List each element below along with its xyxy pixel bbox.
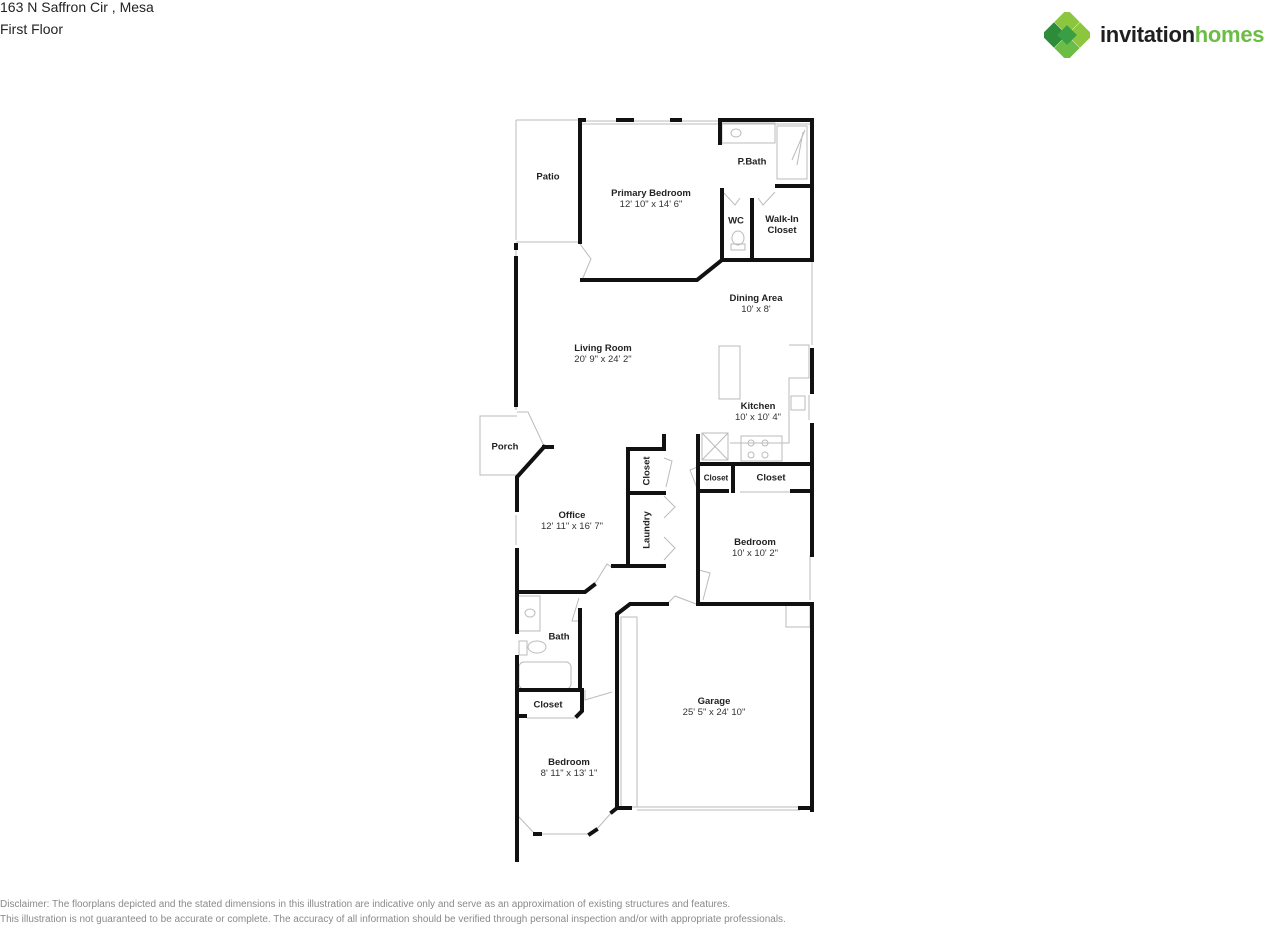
room-label-bath: Bath xyxy=(548,631,570,643)
floor-label: First Floor xyxy=(0,21,63,37)
disclaimer-line-1: Disclaimer: The floorplans depicted and … xyxy=(0,899,731,910)
property-address: 163 N Saffron Cir , Mesa xyxy=(0,0,154,15)
room-label-patio: Patio xyxy=(536,171,560,183)
diamond-cluster-logo-icon xyxy=(1044,12,1090,58)
brand-word-homes: homes xyxy=(1194,22,1265,47)
room-label-closet-small: Closet xyxy=(703,473,729,483)
brand-logo: invitationhomes xyxy=(1044,12,1280,58)
room-label-closet-hall: Closet xyxy=(641,456,653,486)
room-label-walk-in-closet: Walk-In Closet xyxy=(765,214,799,236)
room-label-porch: Porch xyxy=(491,441,519,453)
disclaimer: Disclaimer: The floorplans depicted and … xyxy=(0,897,786,927)
room-label-closet-bedroom-2: Closet xyxy=(533,699,563,711)
brand-wordmark: invitationhomes xyxy=(1100,22,1265,48)
disclaimer-line-2: This illustration is not guaranteed to b… xyxy=(0,914,786,925)
room-label-closet-bedroom: Closet xyxy=(756,472,786,484)
room-label-p-bath: P.Bath xyxy=(737,156,767,168)
brand-word-invitation: invitation xyxy=(1100,22,1195,47)
room-label-laundry: Laundry xyxy=(641,511,653,549)
room-label-wc: WC xyxy=(728,215,744,227)
